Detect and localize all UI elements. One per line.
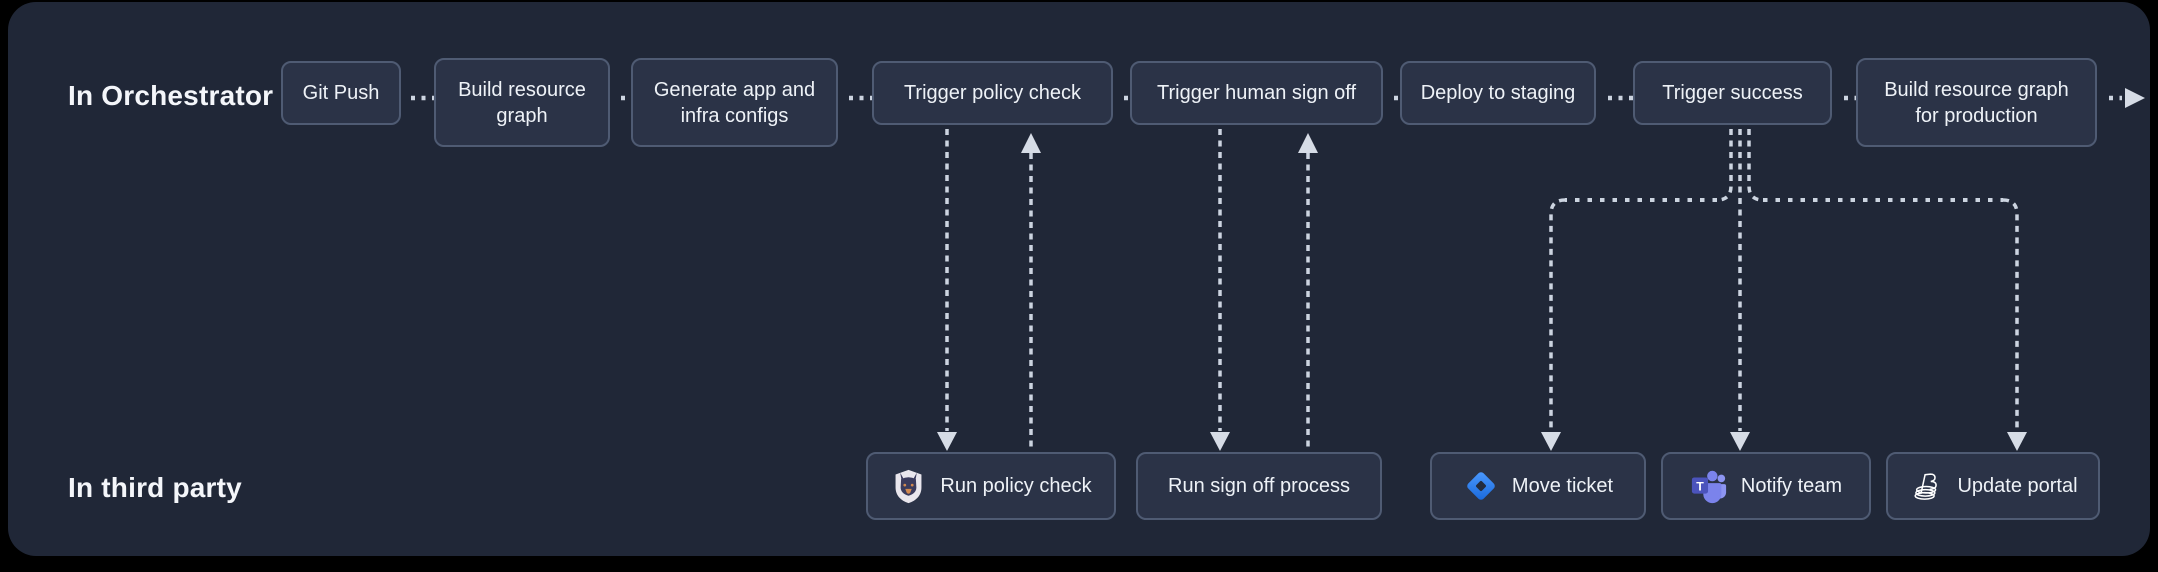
node-label: Run policy check: [940, 475, 1092, 497]
connector-success-stem-right: [1747, 129, 1764, 202]
node-label: Build resource graph for production: [1884, 78, 2069, 127]
node-run-policy-check: Run policy check: [866, 452, 1116, 520]
node-label: Notify team: [1740, 475, 1843, 497]
node-label: Move ticket: [1511, 475, 1614, 497]
node-label: Trigger human sign off: [1157, 82, 1356, 104]
node-label: Build resource graph: [458, 78, 586, 127]
ms-teams-icon: T: [1690, 467, 1728, 505]
node-build-resource-graph-production: Build resource graph for production: [1856, 58, 2097, 147]
node-trigger-human-sign-off: Trigger human sign off: [1130, 61, 1383, 125]
node-label: Run sign off process: [1168, 475, 1350, 497]
jira-icon: [1463, 468, 1499, 504]
node-label: Trigger policy check: [903, 82, 1082, 104]
snyk-dog-icon: [890, 468, 927, 505]
node-run-sign-off-process: Run sign off process: [1136, 452, 1382, 520]
node-label: Update portal: [1957, 475, 2078, 497]
svg-text:T: T: [1696, 479, 1704, 493]
lane-label-third-party: In third party: [68, 472, 242, 503]
node-move-ticket: Move ticket: [1430, 452, 1646, 520]
node-label: Trigger success: [1662, 82, 1803, 104]
connector-success-stem-left: [1716, 129, 1733, 202]
lane-label-orchestrator: In Orchestrator: [68, 80, 274, 111]
node-git-push: Git Push: [281, 61, 401, 125]
node-generate-app-infra-configs: Generate app and infra configs: [631, 58, 838, 147]
right-arrow-icon: [2125, 88, 2145, 108]
node-label: Generate app and infra configs: [653, 78, 816, 127]
node-notify-team: T Notify team: [1661, 452, 1871, 520]
node-trigger-policy-check: Trigger policy check: [872, 61, 1113, 125]
node-deploy-to-staging: Deploy to staging: [1400, 61, 1596, 125]
node-label: Deploy to staging: [1420, 82, 1576, 104]
node-update-portal: Update portal: [1886, 452, 2100, 520]
diagram-canvas: In Orchestrator In third party: [8, 2, 2150, 556]
node-label: Git Push: [302, 82, 380, 104]
node-build-resource-graph: Build resource graph: [434, 58, 610, 147]
node-trigger-success: Trigger success: [1633, 61, 1832, 125]
backstage-icon: [1908, 468, 1944, 504]
connector-success-branch-left-v: [1549, 198, 1566, 431]
connector-success-branch-right-v: [2002, 198, 2019, 431]
